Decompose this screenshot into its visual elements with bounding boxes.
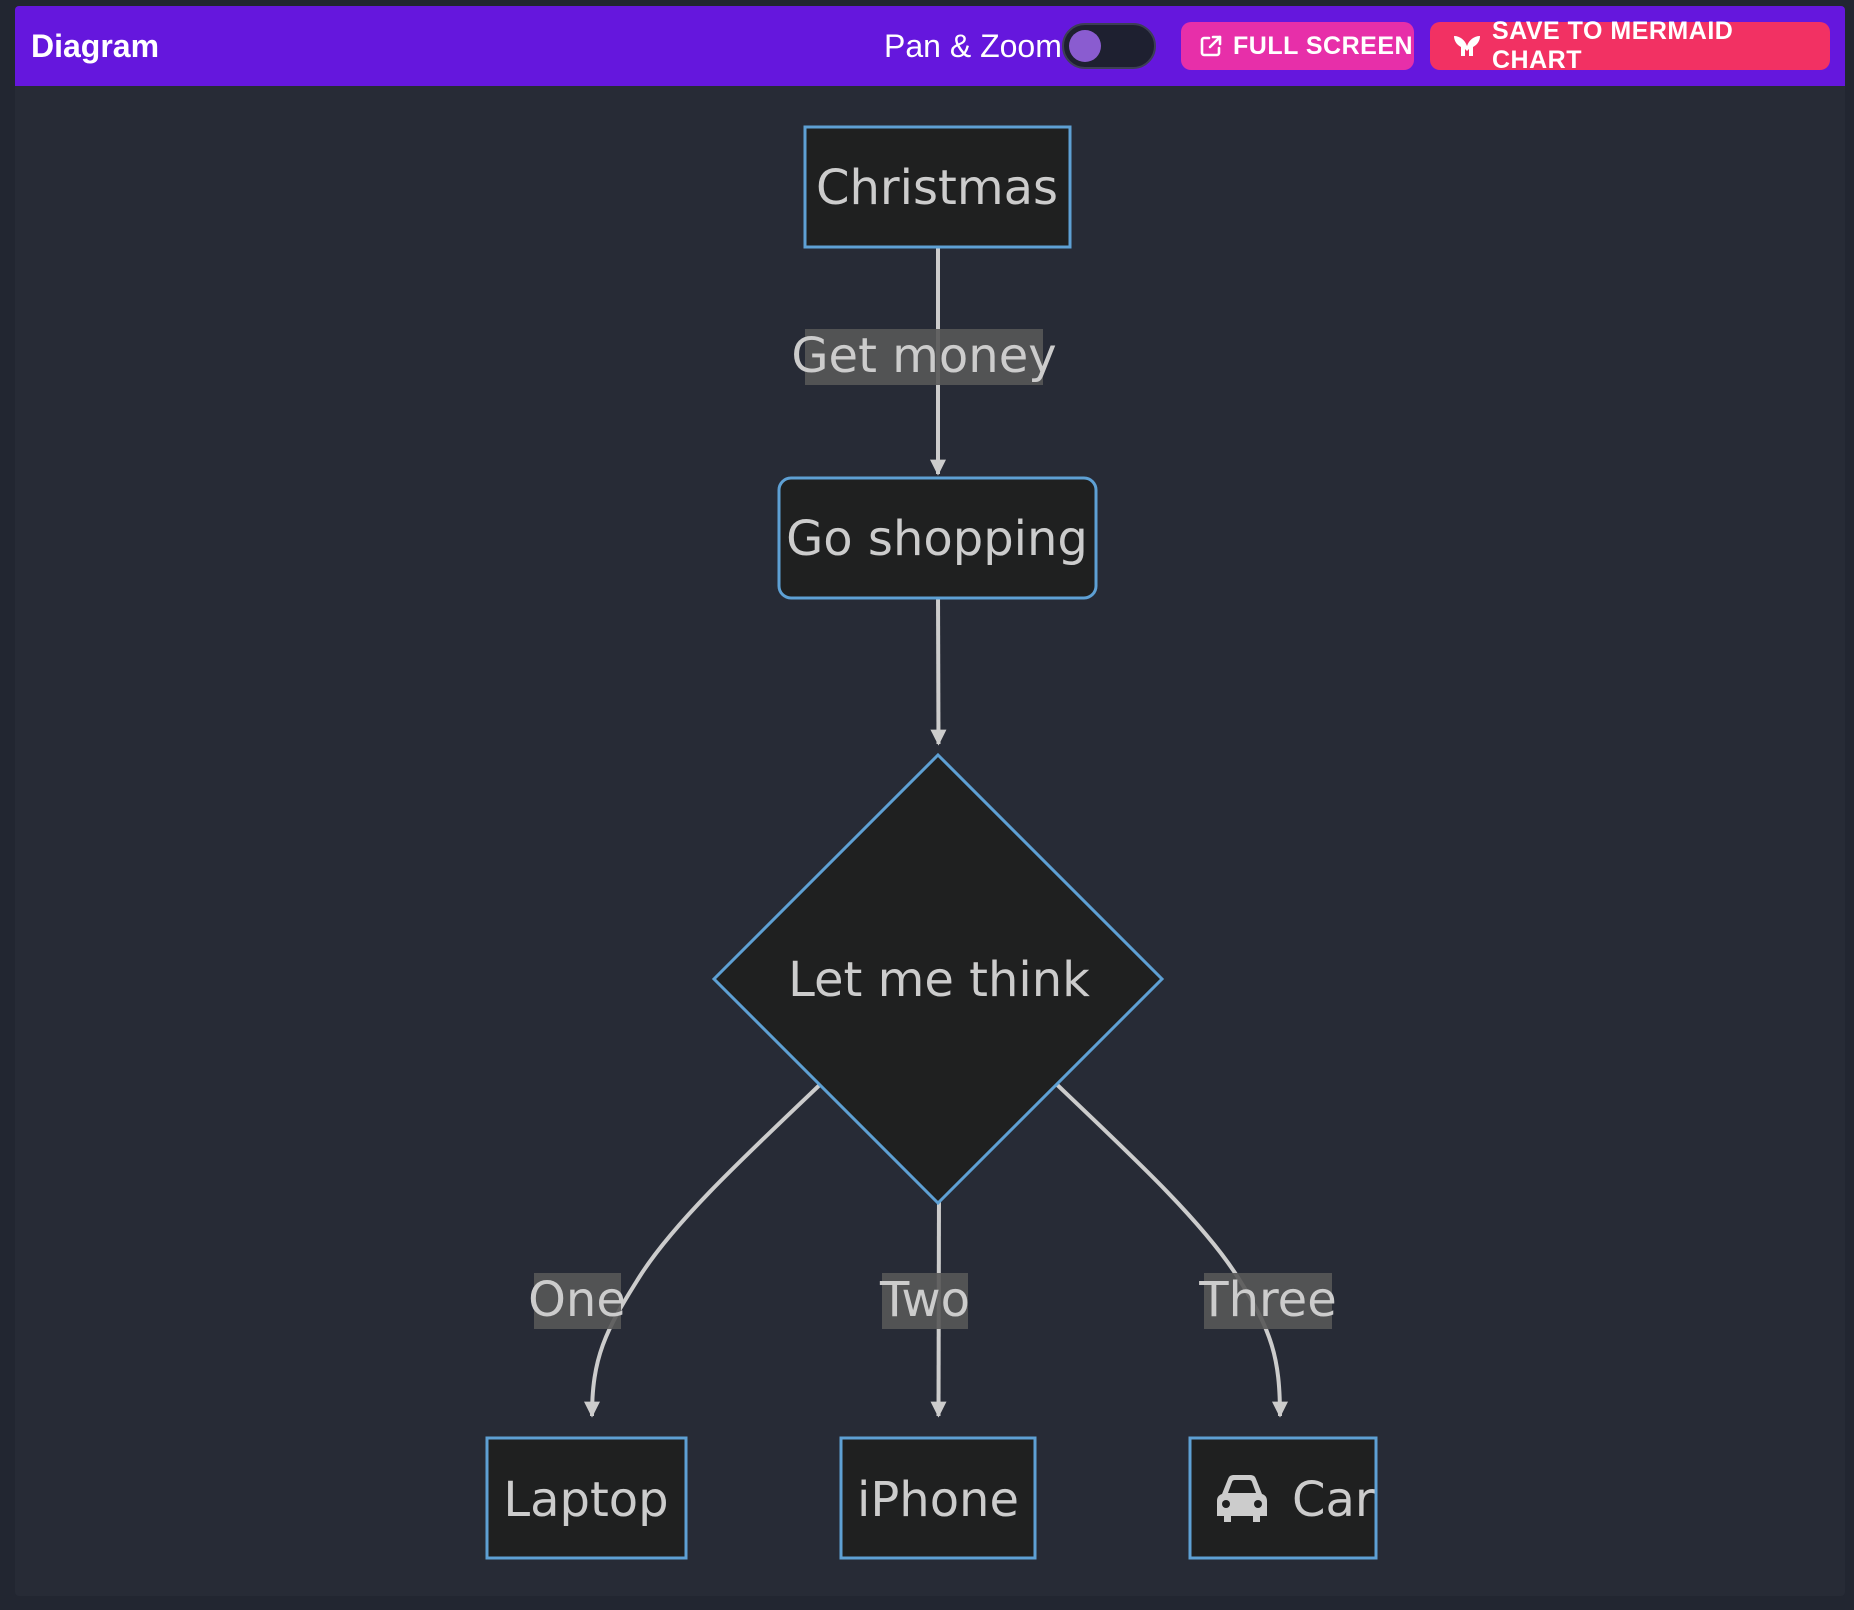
pan-zoom-label: Pan & Zoom <box>884 28 1062 64</box>
edge-label-three-text: Three <box>1198 1272 1336 1328</box>
edge-think-laptop <box>584 1076 829 1418</box>
edge-label-get-money-text: Get money <box>791 328 1056 384</box>
node-car[interactable]: Car <box>1188 1436 1378 1560</box>
full-screen-button[interactable]: FULL SCREEN <box>1181 22 1414 70</box>
edge-label-two: Two <box>879 1272 970 1329</box>
node-go-shopping[interactable]: Go shopping <box>777 476 1098 600</box>
node-laptop-label: Laptop <box>503 1472 668 1528</box>
node-let-me-think-label: Let me think <box>788 952 1090 1008</box>
panel-title: Diagram <box>31 28 160 64</box>
node-iphone[interactable]: iPhone <box>839 1436 1037 1560</box>
node-laptop[interactable]: Laptop <box>485 1436 688 1560</box>
edge-label-one: One <box>528 1272 626 1329</box>
flowchart: Get money One Two Three Christmas Go sho… <box>485 125 1378 1560</box>
save-label: SAVE TO MERMAID CHART <box>1492 17 1734 74</box>
node-let-me-think[interactable]: Let me think <box>711 752 1165 1206</box>
node-iphone-label: iPhone <box>857 1472 1019 1528</box>
external-link-icon <box>1200 35 1222 57</box>
node-go-shopping-label: Go shopping <box>786 511 1088 567</box>
edge-label-get-money: Get money <box>791 328 1057 385</box>
edge-shopping-think <box>930 590 947 746</box>
diagram-panel: Get money One Two Three Christmas Go sho… <box>15 6 1845 1596</box>
mermaid-logo-icon <box>1454 36 1480 56</box>
edge-label-three: Three <box>1198 1272 1337 1329</box>
node-christmas-label: Christmas <box>816 160 1058 216</box>
edge-label-one-text: One <box>528 1272 626 1328</box>
pan-zoom-toggle[interactable] <box>1062 23 1156 69</box>
node-car-label: Car <box>1292 1472 1375 1528</box>
header-bar: Diagram Pan & Zoom FULL SCREEN SAVE TO M… <box>15 6 1845 86</box>
car-icon <box>1217 1475 1267 1522</box>
node-christmas[interactable]: Christmas <box>803 125 1072 249</box>
edge-label-two-text: Two <box>879 1272 970 1328</box>
toggle-knob <box>1069 30 1101 62</box>
full-screen-label: FULL SCREEN <box>1233 31 1414 60</box>
edge-think-car <box>1048 1076 1288 1418</box>
save-to-mermaid-chart-button[interactable]: SAVE TO MERMAID CHART <box>1430 17 1830 74</box>
